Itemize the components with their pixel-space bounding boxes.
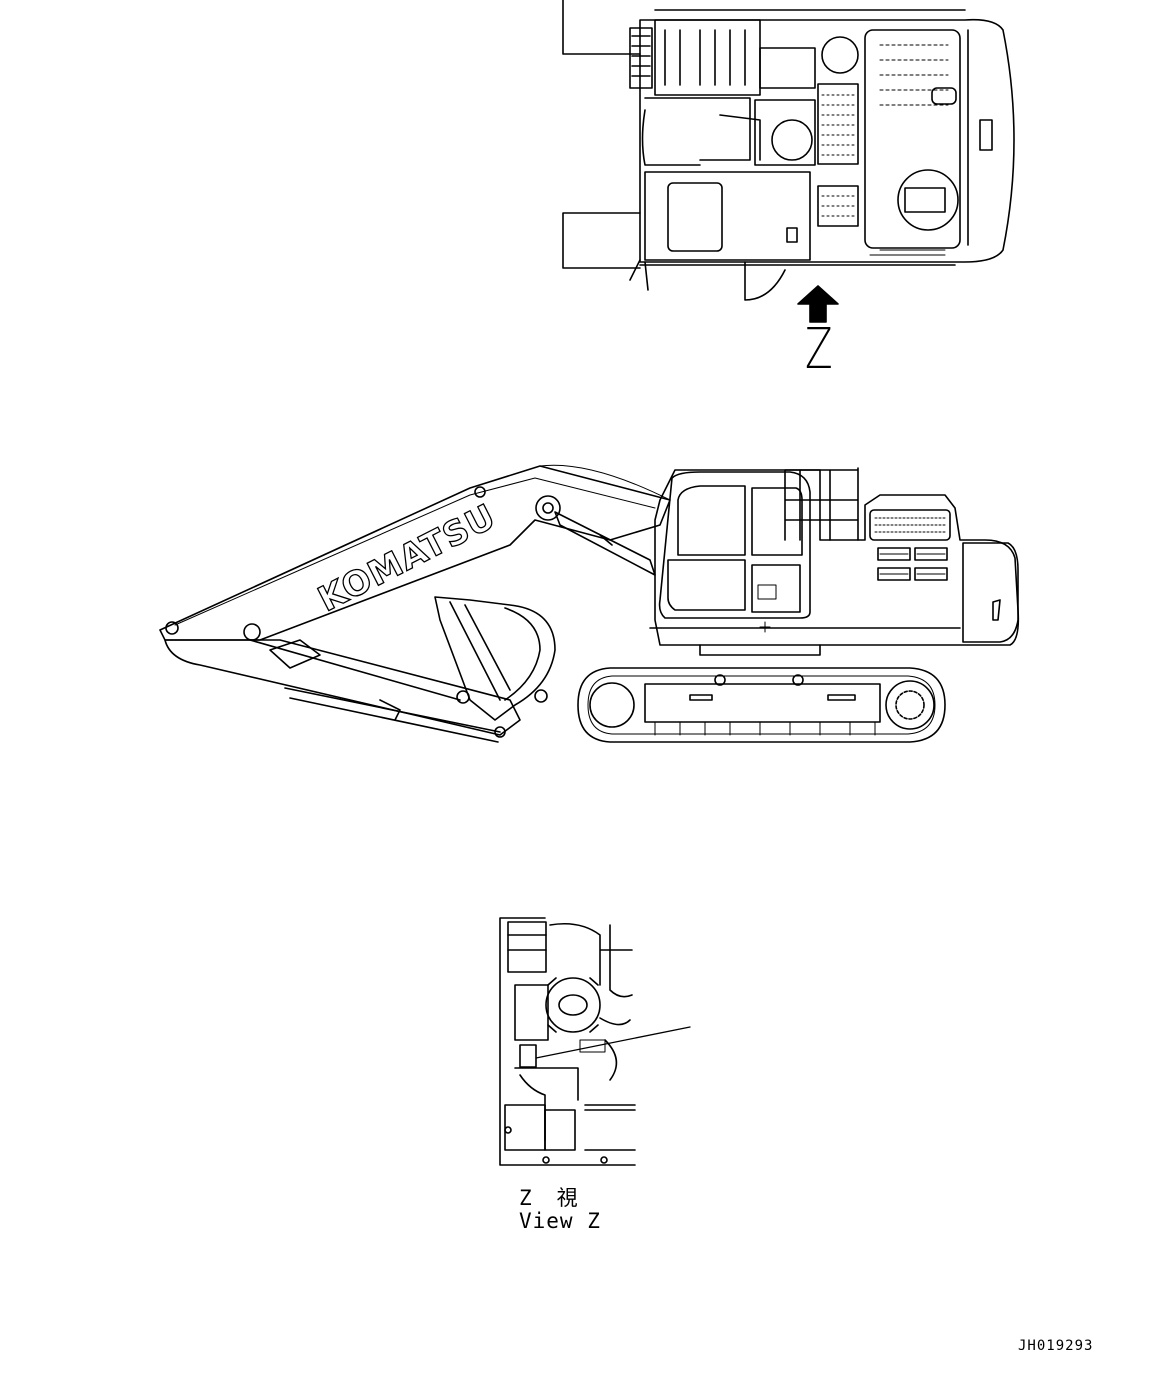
drawing-id: JH019293 [1018, 1338, 1094, 1354]
detail-view-z [499, 917, 691, 1166]
engine-grille [869, 509, 951, 541]
brand-text: KOMATSU [312, 497, 503, 621]
swing-circle [771, 119, 813, 161]
side-view [159, 464, 1020, 743]
boom-foot [641, 97, 761, 166]
track [577, 667, 946, 743]
leader-line [535, 1026, 691, 1059]
top-view [562, 0, 1015, 323]
bucket [434, 596, 556, 721]
detail-caption-jp: Z 視 [519, 1186, 580, 1210]
handrail [784, 467, 859, 541]
cab-roof-window [667, 182, 723, 252]
upper-structure-outline [639, 18, 1015, 263]
view-arrow-letter: Z [805, 317, 833, 382]
engine-hood [864, 29, 961, 249]
lower-left-block [562, 212, 641, 269]
view-arrow [797, 285, 839, 323]
arm-cylinder [284, 687, 501, 743]
idler-wheel [589, 682, 635, 728]
center-grille-upper [817, 83, 859, 165]
fan-circle [897, 169, 959, 231]
track-frame [644, 683, 881, 723]
sprocket [885, 680, 935, 730]
detail-outline [499, 917, 636, 1166]
label-target [519, 1044, 537, 1068]
detail-caption-en: View Z [519, 1209, 601, 1233]
cab-top [644, 171, 811, 261]
upper-left-block [562, 0, 641, 55]
air-cleaner [545, 977, 601, 1033]
arm [164, 639, 521, 736]
center-grille-lower [817, 185, 859, 227]
cab [658, 471, 811, 619]
